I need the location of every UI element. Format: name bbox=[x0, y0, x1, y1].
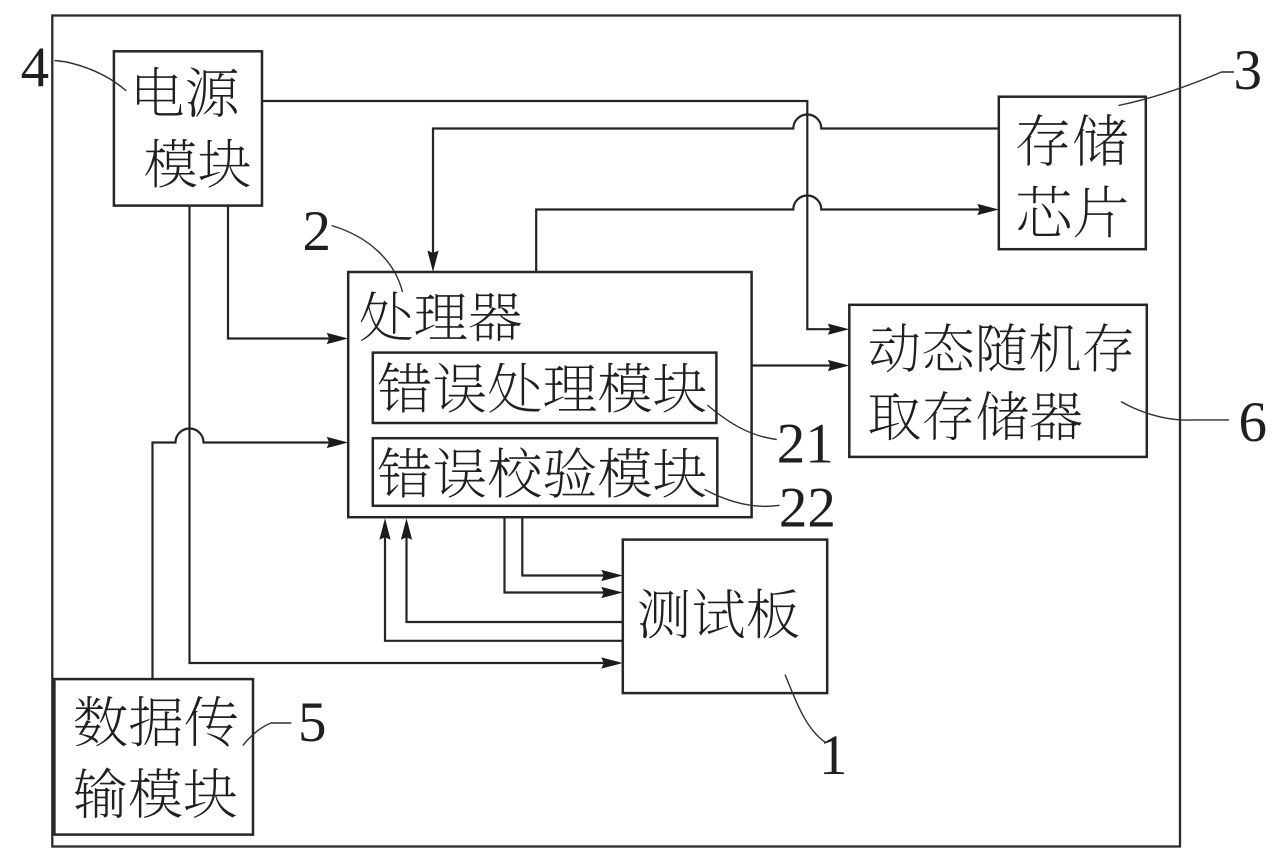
power-label-line1 bbox=[137, 66, 238, 117]
leader-ref-22 bbox=[704, 488, 780, 508]
leader-ref-6 bbox=[1120, 400, 1229, 421]
wire-data-transfer-to-processor bbox=[151, 427, 330, 680]
storage-chip-label-line1 bbox=[1017, 114, 1128, 166]
power-label-line2 bbox=[145, 138, 250, 188]
ref-numeral-dram: 6 bbox=[1239, 391, 1268, 454]
leader-ref-3 bbox=[1118, 71, 1234, 107]
node-box-test-board bbox=[621, 538, 829, 695]
arrowhead-power-test-board bbox=[601, 657, 623, 669]
data-transfer-label-line1 bbox=[74, 695, 238, 747]
wire-power-to-test-board bbox=[188, 205, 605, 665]
arrowhead-processor-dram bbox=[827, 359, 850, 372]
processor-label bbox=[360, 291, 521, 342]
node-box-dram bbox=[848, 303, 1149, 459]
arrowhead-data-transfer-processor bbox=[326, 436, 349, 449]
wire-power-to-processor bbox=[226, 205, 330, 340]
ref-numeral-error-check: 22 bbox=[779, 476, 836, 539]
arrowhead-processor-test-board-2 bbox=[601, 586, 623, 599]
leader-ref-5 bbox=[242, 722, 292, 746]
test-board-label bbox=[639, 588, 799, 639]
arrowhead-processor-test-board-1 bbox=[601, 569, 623, 582]
node-box-power bbox=[112, 50, 264, 207]
wire-storage-chip-to-processor bbox=[431, 113, 999, 253]
storage-chip-label-line2 bbox=[1017, 185, 1127, 238]
connector-wires bbox=[151, 99, 999, 680]
ref-numeral-storage-chip: 3 bbox=[1234, 39, 1263, 102]
wire-power-to-dram bbox=[262, 99, 831, 331]
wire-processor-to-test-board-1 bbox=[521, 517, 605, 577]
leader-ref-4 bbox=[54, 59, 127, 92]
node-box-storage-chip bbox=[997, 95, 1148, 251]
leader-ref-2 bbox=[331, 224, 404, 293]
ref-numeral-test-board: 1 bbox=[819, 724, 848, 787]
arrowhead-processor-storage-chip bbox=[977, 203, 999, 216]
wire-test-board-to-processor-1 bbox=[405, 536, 623, 624]
ref-leaders bbox=[54, 59, 1234, 746]
dram-label-line2 bbox=[869, 391, 1082, 441]
node-box-error-handling bbox=[371, 351, 718, 425]
ref-numeral-processor: 2 bbox=[303, 200, 332, 263]
node-box-processor bbox=[346, 270, 753, 519]
arrowhead-test-board-processor-2 bbox=[379, 518, 391, 540]
arrowhead-power-processor bbox=[326, 332, 349, 345]
dram-label-line1 bbox=[869, 323, 1132, 373]
wire-processor-to-test-board-2 bbox=[503, 517, 605, 594]
figure-border bbox=[51, 14, 1182, 848]
leader-ref-21 bbox=[706, 404, 777, 441]
ref-numeral-data-transfer: 5 bbox=[298, 691, 327, 754]
arrowhead-test-board-processor-1 bbox=[400, 518, 413, 540]
wire-test-board-to-processor-2 bbox=[383, 536, 623, 642]
arrowheads bbox=[326, 203, 999, 669]
data-transfer-label-line2 bbox=[74, 767, 237, 819]
ref-numeral-error-handling: 21 bbox=[777, 413, 834, 476]
node-box-data-transfer bbox=[53, 677, 255, 836]
leader-ref-1 bbox=[784, 674, 826, 744]
node-box-error-check bbox=[371, 436, 719, 508]
ref-numeral-power: 4 bbox=[21, 37, 49, 100]
arrowhead-power-dram bbox=[827, 323, 850, 335]
ref-numerals: 4 3 2 21 22 6 1 5 bbox=[21, 37, 1267, 787]
wire-processor-to-storage-chip bbox=[535, 194, 981, 272]
error-handling-label bbox=[378, 362, 706, 413]
error-check-label bbox=[378, 447, 706, 498]
arrowhead-storage-chip-processor bbox=[427, 250, 439, 272]
